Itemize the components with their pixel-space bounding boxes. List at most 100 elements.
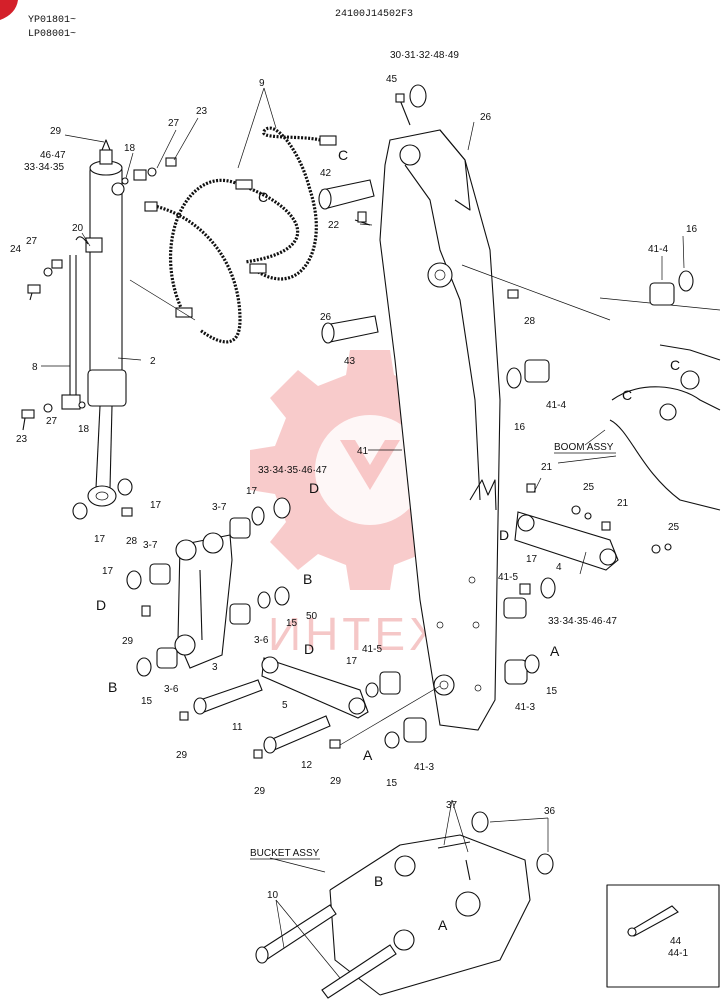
callout-22: 22 [328, 220, 340, 231]
callout-17-c: 17 [102, 566, 114, 577]
callout-50: 50 [306, 611, 318, 622]
ref-d-2: D [96, 597, 106, 613]
callout-37: 37 [446, 800, 458, 811]
callout-15-c: 15 [546, 686, 558, 697]
callout-2: 2 [150, 356, 156, 367]
callout-17-d: 17 [246, 486, 258, 497]
callout-17-b: 17 [94, 534, 106, 545]
callout-28-right: 28 [524, 316, 536, 327]
callout-44-1: 44-1 [668, 948, 688, 959]
callout-42: 42 [320, 168, 332, 179]
pin-43[interactable] [321, 315, 379, 344]
callout-9: 9 [259, 78, 265, 89]
callout-10: 10 [267, 890, 279, 901]
callout-11: 11 [232, 722, 243, 733]
callout-4: 4 [556, 562, 562, 573]
callout-25-right: 25 [668, 522, 680, 533]
callout-17-e: 17 [346, 656, 358, 667]
callout-27-top: 27 [168, 118, 180, 129]
boom-cylinder[interactable] [87, 139, 127, 507]
callout-3-6-b: 3-6 [164, 684, 179, 695]
callout-8: 8 [32, 362, 38, 373]
callout-3-6-a: 3-6 [254, 635, 269, 646]
callout-16-top: 16 [686, 224, 698, 235]
callout-29-bottom: 29 [254, 786, 266, 797]
callout-41-5-a: 41-5 [362, 644, 382, 655]
ref-a-2: A [363, 747, 373, 763]
arm-41[interactable] [379, 129, 611, 731]
ref-b-1: B [303, 571, 312, 587]
watermark-text: ИНТЕХ [268, 608, 444, 660]
callout-24: 24 [10, 244, 22, 255]
ref-d-3: D [304, 641, 314, 657]
hose-assembly[interactable] [129, 126, 337, 344]
ref-c-3: C [670, 357, 680, 373]
link-5[interactable] [261, 656, 369, 719]
callout-18-top: 18 [124, 143, 136, 154]
ref-c-1: C [338, 147, 348, 163]
bushings-center[interactable] [339, 671, 441, 749]
serial-range-1: YP01801~ [28, 15, 76, 26]
ref-d-4: D [499, 527, 509, 543]
callout-25-top: 25 [583, 482, 595, 493]
callout-17-a: 17 [150, 500, 162, 511]
fittings[interactable] [21, 157, 177, 431]
callout-41: 41 [357, 446, 369, 457]
callout-15-a: 15 [286, 618, 298, 629]
callout-15-left: 15 [141, 696, 153, 707]
pipe-line[interactable] [61, 236, 103, 410]
callout-21-right: 21 [617, 498, 629, 509]
link-3[interactable] [174, 532, 233, 669]
bushing-41-5-right[interactable] [503, 577, 556, 685]
callout-41-4-top: 41-4 [648, 244, 668, 255]
callout-5: 5 [282, 700, 288, 711]
callout-29: 29 [50, 126, 62, 137]
callout-29-mid: 29 [122, 636, 134, 647]
callout-41-4-mid: 41-4 [546, 400, 566, 411]
corner-marker [0, 0, 18, 20]
callout-23-left: 23 [16, 434, 28, 445]
bolt-45[interactable] [395, 84, 427, 126]
callout-30-49: 30·31·32·48·49 [390, 50, 459, 61]
callout-21-top: 21 [541, 462, 553, 473]
callout-29-low: 29 [176, 750, 188, 761]
callout-3-7-b: 3-7 [143, 540, 158, 551]
ref-a-3: A [438, 917, 448, 933]
link-4[interactable] [514, 483, 672, 571]
pin-12[interactable] [253, 715, 341, 759]
callout-41-3-b: 41-3 [515, 702, 535, 713]
callout-18-lower: 18 [78, 424, 90, 435]
callout-17-f: 17 [526, 554, 538, 565]
reference-letters: C C C C D D D D B B B A A A [96, 147, 680, 933]
ref-d-1: D [309, 480, 319, 496]
callout-15-b: 15 [386, 778, 398, 789]
boom-assy-outline [584, 297, 721, 511]
callout-33-47: 33·34·35·46·47 [258, 465, 327, 476]
callout-3: 3 [212, 662, 218, 673]
ref-a-1: A [550, 643, 560, 659]
callout-27-lower: 27 [46, 416, 58, 427]
callout-33-47-right: 33·34·35·46·47 [548, 616, 617, 627]
pin-11[interactable] [179, 679, 263, 721]
callout-41-3-a: 41-3 [414, 762, 434, 773]
pin-42[interactable] [318, 179, 375, 210]
bushings-left[interactable] [72, 478, 291, 677]
bolt-22[interactable] [354, 211, 371, 226]
ref-c-4: C [622, 387, 632, 403]
callout-3-7-a: 3-7 [212, 502, 227, 513]
callout-43: 43 [344, 356, 356, 367]
bushing-41-4[interactable] [506, 270, 694, 389]
callout-26-mid: 26 [320, 312, 332, 323]
callout-27-left: 27 [26, 236, 38, 247]
callout-41-5-b: 41-5 [498, 572, 518, 583]
callout-20: 20 [72, 223, 84, 234]
ref-c-2: C [258, 189, 268, 205]
callout-33-34-35-left: 33·34·35 [24, 162, 64, 173]
ref-b-2: B [108, 679, 117, 695]
callout-44: 44 [670, 936, 682, 947]
callout-28-left: 28 [126, 536, 138, 547]
callout-29-center: 29 [330, 776, 342, 787]
ref-b-3: B [374, 873, 383, 889]
callout-labels: 9 23 27 29 46·47 33·34·35 18 20 24 27 8 … [10, 50, 698, 959]
